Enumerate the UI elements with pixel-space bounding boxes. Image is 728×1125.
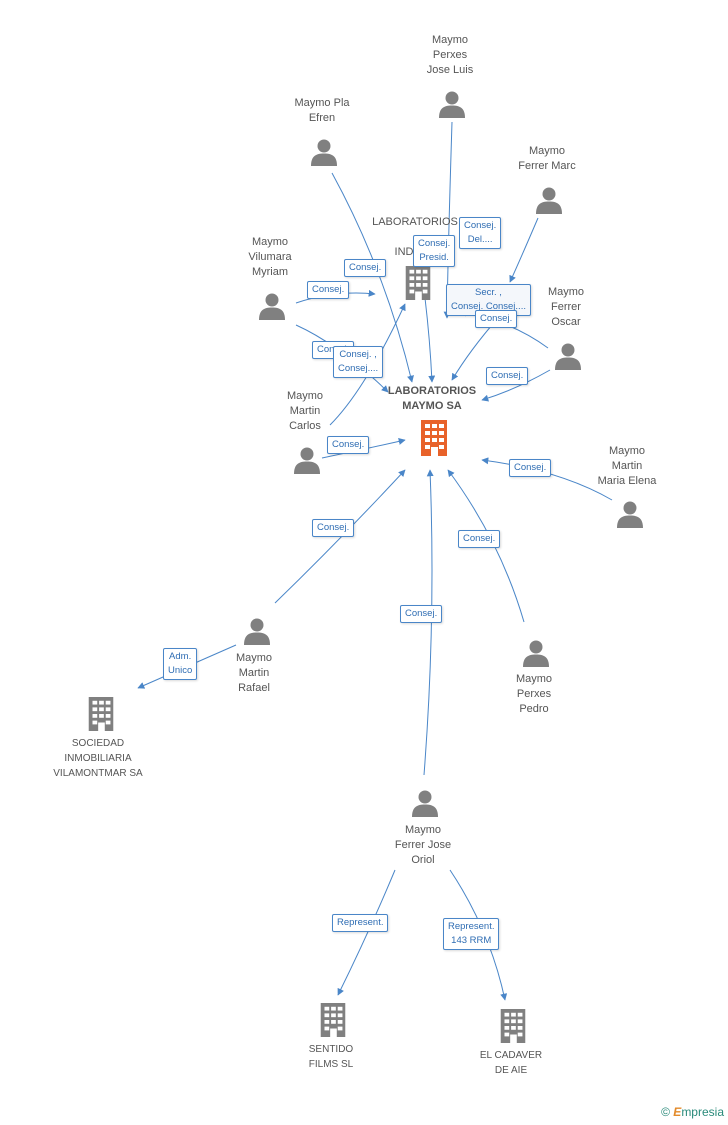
person-icon-martin-rafael (244, 618, 270, 645)
edge-rafael (274, 469, 406, 604)
node-pla-efren[interactable]: Maymo Pla Efren (282, 96, 362, 126)
edge-label[interactable]: Adm. Unico (163, 648, 198, 680)
node-ferrer-jose-oriol[interactable]: Maymo Ferrer Jose Oriol (373, 823, 473, 868)
person-icon-martin-carlos (294, 447, 320, 474)
person-icon-ferrer-oscar (555, 343, 581, 370)
node-label: Maymo Martin Maria Elena (597, 445, 657, 487)
node-label: SOCIEDAD INMOBILIARIA VILAMONTMAR SA (53, 738, 143, 779)
person-icon-perxes-jose-luis (439, 91, 465, 118)
edge-oriol-to-sentido (337, 869, 396, 996)
edge-label[interactable]: Consej. (327, 436, 370, 454)
node-vilumara-myriam[interactable]: Maymo Vilumara Myriam (230, 235, 310, 280)
edge-label[interactable]: Consej. (475, 310, 518, 328)
node-label: Maymo Ferrer Jose Oriol (394, 824, 452, 866)
node-sociedad-inmobiliaria[interactable]: SOCIEDAD INMOBILIARIA VILAMONTMAR SA (38, 736, 158, 781)
edge-label[interactable]: Consej. (486, 367, 529, 385)
empresia-brand[interactable]: © Empresia (661, 1105, 724, 1119)
node-label: EL CADAVER DE AIE (479, 1050, 543, 1076)
node-martin-carlos[interactable]: Maymo Martin Carlos (265, 389, 345, 434)
node-main-company[interactable]: LABORATORIOS MAYMO SA (376, 384, 488, 414)
brand-name: mpresia (681, 1105, 724, 1119)
edge-label[interactable]: Represent. (332, 914, 389, 932)
edge-label[interactable]: Consej. (509, 459, 552, 477)
edge-lab-to-main (424, 297, 436, 383)
edge-label[interactable]: Consej. (307, 281, 350, 299)
node-label: LABORATORIOS MAYMO SA (387, 385, 477, 412)
node-label: Maymo Perxes Pedro (515, 673, 553, 715)
copyright-icon: © (661, 1105, 670, 1119)
person-icon-pla-efren (311, 139, 337, 166)
person-icon-perxes-pedro (523, 640, 549, 667)
edge-label[interactable]: Consej. (400, 605, 443, 623)
node-label: Maymo Pla Efren (294, 97, 350, 124)
edge-label[interactable]: Consej. (344, 259, 387, 277)
node-label: Maymo Ferrer Oscar (547, 286, 585, 328)
node-ferrer-oscar[interactable]: Maymo Ferrer Oscar (535, 285, 597, 330)
edge-label[interactable]: Consej. , Consej.... (333, 346, 384, 378)
edge-label[interactable]: Consej. Presid. (413, 235, 456, 267)
edge-label[interactable]: Represent. 143 RRM (443, 918, 500, 950)
edge-label[interactable]: Consej. (312, 519, 355, 537)
node-sentido-films[interactable]: SENTIDO FILMS SL (291, 1042, 371, 1072)
building-icon-main (421, 420, 447, 456)
node-perxes-pedro[interactable]: Maymo Perxes Pedro (494, 672, 574, 717)
person-icon-maria-elena (617, 501, 643, 528)
node-martin-rafael[interactable]: Maymo Martin Rafael (214, 651, 294, 696)
edge-label[interactable]: Consej. Del.... (459, 217, 502, 249)
edge-maria-elena (481, 457, 613, 501)
building-icon-sentido (320, 1003, 346, 1037)
node-ferrer-marc[interactable]: Maymo Ferrer Marc (507, 144, 587, 174)
person-icon-ferrer-oriol (412, 790, 438, 817)
edge-oscar-to-main-2 (481, 369, 551, 402)
brand-initial: E (673, 1105, 682, 1119)
node-label: Maymo Ferrer Marc (518, 145, 576, 172)
person-icon-vilumara (259, 293, 285, 320)
building-icon-lab-industrial (405, 266, 431, 300)
node-label: Maymo Martin Carlos (286, 390, 324, 432)
node-label: Maymo Perxes Jose Luis (426, 34, 474, 76)
node-el-cadaver[interactable]: EL CADAVER DE AIE (466, 1048, 556, 1078)
node-label: Maymo Martin Rafael (235, 652, 273, 694)
edge-label[interactable]: Consej. (458, 530, 501, 548)
edge-ferrer-marc (509, 217, 539, 283)
building-icon-sociedad (88, 697, 114, 731)
node-label: Maymo Vilumara Myriam (248, 236, 292, 278)
node-label: SENTIDO FILMS SL (308, 1044, 354, 1070)
node-martin-maria-elena[interactable]: Maymo Martin Maria Elena (582, 444, 672, 489)
person-icon-ferrer-marc (536, 187, 562, 214)
building-icon-cadaver (500, 1009, 526, 1043)
node-perxes-jose-luis[interactable]: Maymo Perxes Jose Luis (410, 33, 490, 78)
